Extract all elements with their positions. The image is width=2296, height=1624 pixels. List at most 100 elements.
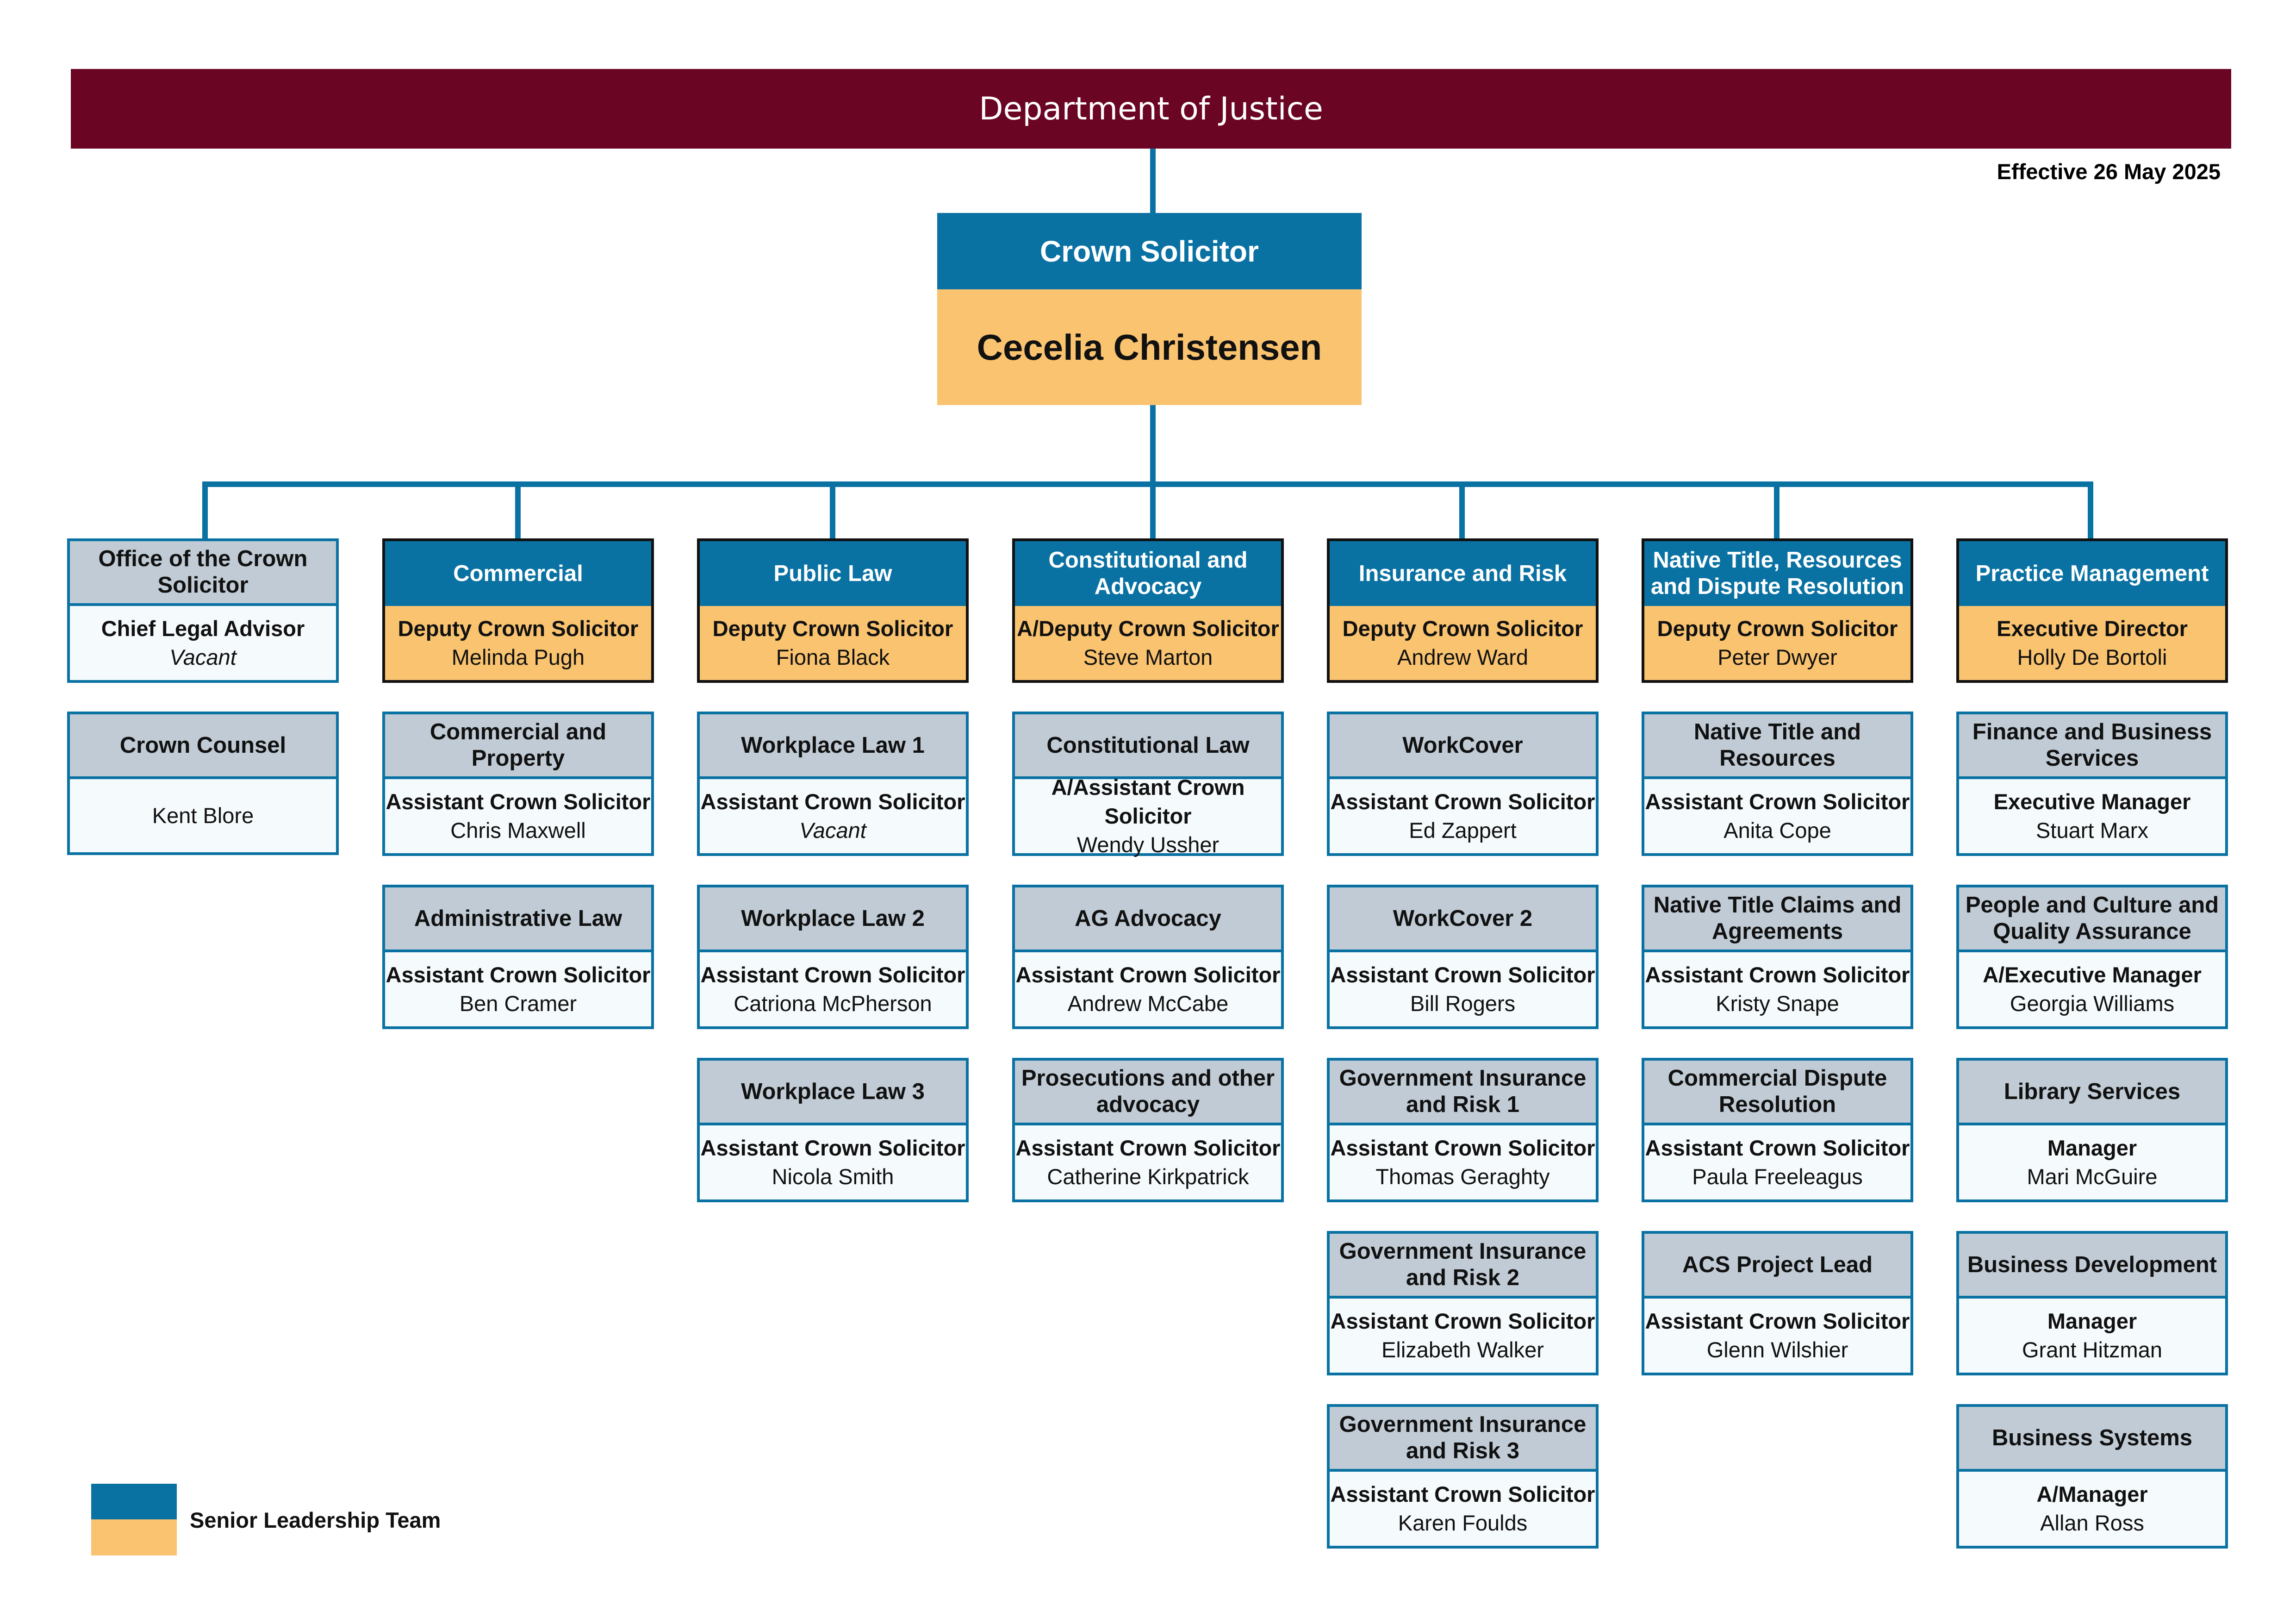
division-role: A/Deputy Crown Solicitor [1017, 616, 1279, 641]
connector-col-3 [830, 481, 835, 539]
division-practice-management: Practice Management Executive Director H… [1956, 538, 2228, 683]
division-role: Deputy Crown Solicitor [712, 616, 953, 641]
department-banner: Department of Justice [71, 69, 2231, 149]
unit-name: Ed Zappert [1409, 818, 1517, 843]
unit-title: People and Culture and Quality Assurance [1959, 887, 2225, 952]
division-name: Andrew Ward [1397, 645, 1528, 669]
unit-title: Constitutional Law [1015, 714, 1281, 779]
effective-date: Effective 26 May 2025 [1997, 159, 2221, 184]
unit-name: Elizabeth Walker [1381, 1337, 1544, 1362]
unit-ag-advocacy: AG Advocacy Assistant Crown Solicitor An… [1012, 885, 1284, 1029]
unit-government-insurance-and-risk-1: Government Insurance and Risk 1 Assistan… [1327, 1058, 1599, 1202]
unit-role: Assistant Crown Solicitor [1645, 962, 1910, 987]
division-name: Steve Marton [1083, 645, 1213, 669]
connector-col-6 [1774, 481, 1780, 539]
unit-role: Assistant Crown Solicitor [1330, 962, 1595, 987]
unit-workcover-2: WorkCover 2 Assistant Crown Solicitor Bi… [1327, 885, 1599, 1029]
division-role: Deputy Crown Solicitor [1657, 616, 1898, 641]
unit-title: AG Advocacy [1015, 887, 1281, 952]
unit-finance-and-business-services: Finance and Business Services Executive … [1956, 712, 2228, 856]
unit-role: Assistant Crown Solicitor [1330, 789, 1595, 814]
unit-name: Chris Maxwell [450, 818, 586, 843]
unit-people-and-culture: People and Culture and Quality Assurance… [1956, 885, 2228, 1029]
unit-role: Executive Manager [1993, 789, 2191, 814]
division-name: Melinda Pugh [451, 645, 585, 669]
unit-native-title-and-resources: Native Title and Resources Assistant Cro… [1642, 712, 1913, 856]
legend-label: Senior Leadership Team [190, 1508, 441, 1532]
unit-name: Grant Hitzman [2022, 1337, 2162, 1362]
connector-col-2 [515, 481, 521, 539]
unit-role: Manager [2047, 1309, 2137, 1333]
connector-top-branch [1150, 405, 1156, 484]
unit-workplace-law-3: Workplace Law 3 Assistant Crown Solicito… [697, 1058, 969, 1202]
division-native-title-resources-dispute-resolution: Native Title, Resources and Dispute Reso… [1642, 538, 1913, 683]
unit-role: Assistant Crown Solicitor [700, 789, 965, 814]
unit-workplace-law-1: Workplace Law 1 Assistant Crown Solicito… [697, 712, 969, 856]
unit-role: Assistant Crown Solicitor [700, 962, 965, 987]
unit-title: ACS Project Lead [1644, 1234, 1910, 1299]
connector-col-4 [1150, 481, 1156, 539]
unit-government-insurance-and-risk-3: Government Insurance and Risk 3 Assistan… [1327, 1404, 1599, 1549]
unit-title: Commercial and Property [385, 714, 651, 779]
connector-banner-top [1150, 149, 1156, 213]
connector-col-1 [202, 481, 208, 539]
unit-title: Crown Counsel [70, 714, 336, 779]
unit-role: Assistant Crown Solicitor [1645, 789, 1910, 814]
unit-title: WorkCover [1330, 714, 1596, 779]
unit-name: Catherine Kirkpatrick [1047, 1164, 1249, 1189]
unit-name: Karen Foulds [1398, 1511, 1528, 1535]
unit-title: Business Development [1959, 1234, 2225, 1299]
division-title: Office of the Crown Solicitor [70, 541, 336, 606]
unit-title: Administrative Law [385, 887, 651, 952]
unit-role: Manager [2047, 1136, 2137, 1160]
division-title: Public Law [700, 541, 966, 606]
unit-role: Assistant Crown Solicitor [700, 1136, 965, 1160]
legend-swatch [91, 1484, 177, 1555]
unit-government-insurance-and-risk-2: Government Insurance and Risk 2 Assistan… [1327, 1231, 1599, 1375]
unit-role: A/Manager [2036, 1482, 2148, 1506]
division-role: Executive Director [1997, 616, 2188, 641]
unit-workcover: WorkCover Assistant Crown Solicitor Ed Z… [1327, 712, 1599, 856]
division-office-of-crown-solicitor: Office of the Crown Solicitor Chief Lega… [67, 538, 339, 683]
unit-constitutional-law: Constitutional Law A/Assistant Crown Sol… [1012, 712, 1284, 857]
unit-role: A/Executive Manager [1983, 962, 2202, 987]
unit-business-development: Business Development Manager Grant Hitzm… [1956, 1231, 2228, 1375]
department-title: Department of Justice [979, 90, 1323, 127]
unit-role: Assistant Crown Solicitor [1330, 1136, 1595, 1160]
unit-name: Bill Rogers [1410, 991, 1516, 1016]
division-role: Deputy Crown Solicitor [1342, 616, 1583, 641]
unit-name: Georgia Williams [2010, 991, 2175, 1016]
division-public-law: Public Law Deputy Crown Solicitor Fiona … [697, 538, 969, 683]
connector-col-7 [2088, 481, 2093, 539]
connector-horizontal [202, 481, 2093, 487]
unit-role: Assistant Crown Solicitor [1330, 1482, 1595, 1506]
unit-name: Andrew McCabe [1067, 991, 1229, 1016]
unit-title: Workplace Law 2 [700, 887, 966, 952]
division-role: Chief Legal Advisor [101, 616, 305, 641]
unit-title: Commercial Dispute Resolution [1644, 1061, 1910, 1125]
unit-workplace-law-2: Workplace Law 2 Assistant Crown Solicito… [697, 885, 969, 1029]
unit-title: Workplace Law 3 [700, 1061, 966, 1125]
unit-role: Assistant Crown Solicitor [386, 789, 651, 814]
unit-name: Nicola Smith [772, 1164, 894, 1189]
unit-role: Assistant Crown Solicitor [1645, 1309, 1910, 1333]
unit-role: Assistant Crown Solicitor [1645, 1136, 1910, 1160]
division-insurance-and-risk: Insurance and Risk Deputy Crown Solicito… [1327, 538, 1599, 683]
unit-name: Ben Cramer [459, 991, 577, 1016]
division-name: Holly De Bortoli [2017, 645, 2167, 669]
unit-native-title-claims-and-agreements: Native Title Claims and Agreements Assis… [1642, 885, 1913, 1029]
unit-crown-counsel: Crown Counsel Kent Blore [67, 712, 339, 855]
division-name: Peter Dwyer [1717, 645, 1837, 669]
division-commercial: Commercial Deputy Crown Solicitor Melind… [382, 538, 654, 683]
unit-title: Finance and Business Services [1959, 714, 2225, 779]
unit-prosecutions-and-other-advocacy: Prosecutions and other advocacy Assistan… [1012, 1058, 1284, 1202]
unit-title: Business Systems [1959, 1407, 2225, 1472]
crown-solicitor-name: Cecelia Christensen [937, 289, 1362, 405]
connector-col-5 [1459, 481, 1465, 539]
division-title: Commercial [385, 541, 651, 606]
division-role: Deputy Crown Solicitor [398, 616, 639, 641]
unit-name: Paula Freeleagus [1692, 1164, 1863, 1189]
unit-title: Library Services [1959, 1061, 2225, 1125]
unit-name: Allan Ross [2040, 1511, 2144, 1535]
crown-solicitor-box: Crown Solicitor Cecelia Christensen [937, 213, 1362, 405]
